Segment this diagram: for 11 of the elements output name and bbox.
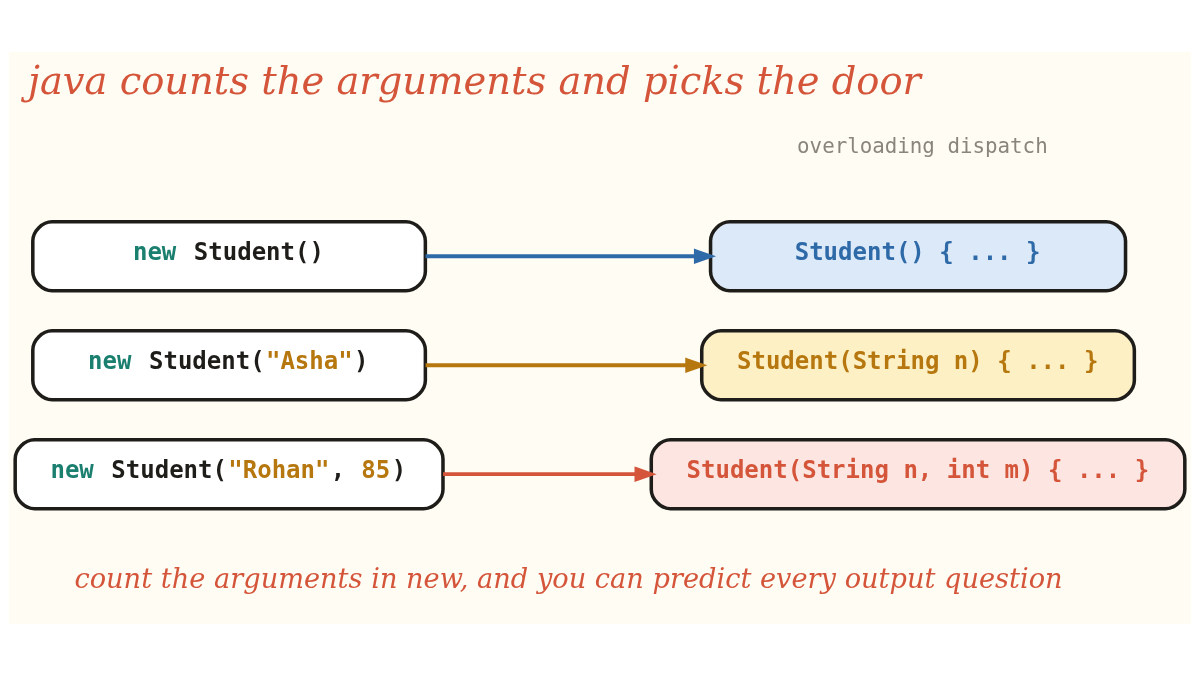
arrow — [425, 248, 717, 264]
node-box: Student(String n, int m) { ... } — [649, 437, 1187, 510]
caption: count the arguments in new, and you can predict every output question — [74, 562, 1063, 594]
arrow — [425, 356, 708, 373]
node-box: Student(String n) { ... } — [700, 328, 1137, 401]
arrow — [443, 465, 657, 482]
node-box: new Student("Rohan", 85) — [13, 437, 445, 510]
node-box: new Student() — [31, 219, 428, 292]
label: overloading dispatch — [797, 133, 1048, 158]
node-box: new Student("Asha") — [31, 328, 428, 401]
node-box: Student() { ... } — [708, 219, 1128, 292]
